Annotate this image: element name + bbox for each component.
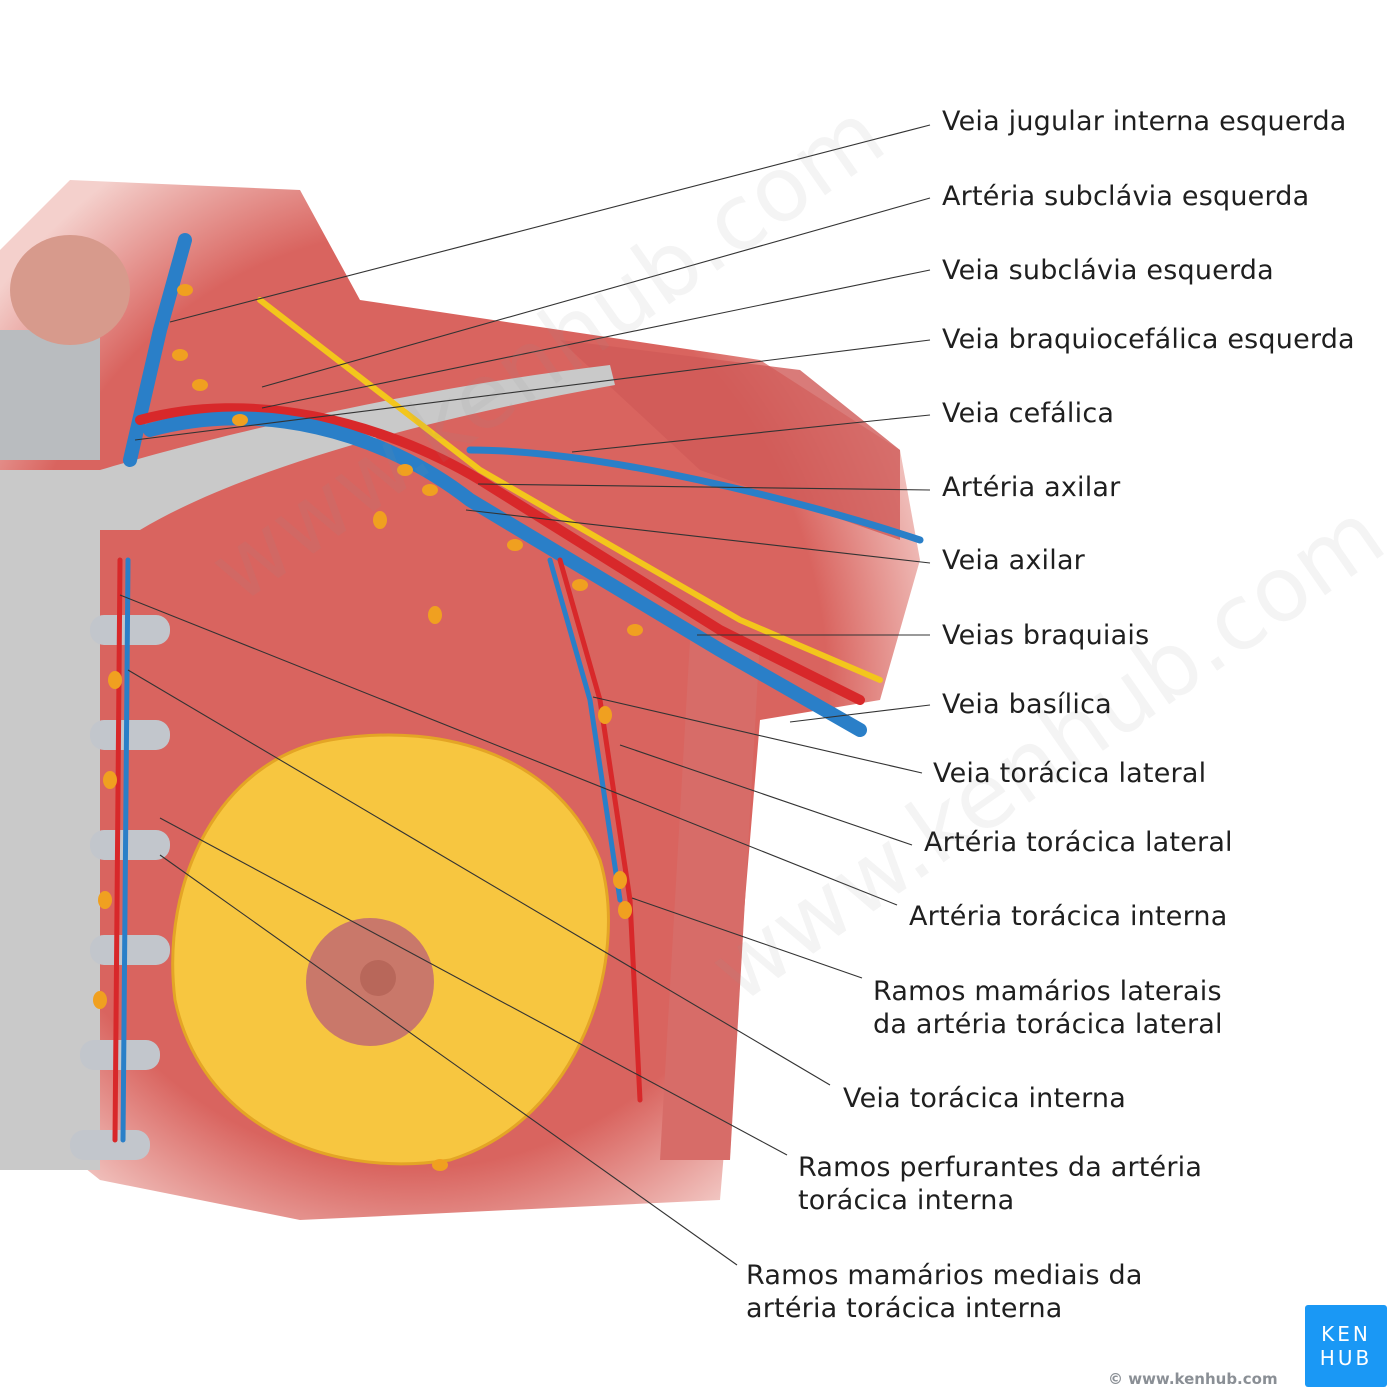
leader-lines xyxy=(119,124,931,1266)
copyright-text: © www.kenhub.com xyxy=(1108,1370,1278,1388)
label-line-1: Ramos mamários mediais da xyxy=(746,1260,1143,1291)
lymph-nodes xyxy=(93,284,643,1171)
logo-line-1: KEN xyxy=(1321,1322,1371,1346)
label-medial-mammary-branches: Ramos mamários mediais da artéria toráci… xyxy=(746,1259,1143,1325)
deltoid xyxy=(560,340,900,540)
label-axillary-vein: Veia axilar xyxy=(942,545,1085,576)
label-line-1: Ramos mamários laterais xyxy=(873,976,1222,1007)
label-internal-thoracic-vein: Veia torácica interna xyxy=(843,1083,1126,1114)
label-line-1: Ramos perfurantes da artéria xyxy=(798,1152,1203,1183)
label-cephalic-vein: Veia cefálica xyxy=(942,398,1115,429)
internal-thoracic-artery xyxy=(112,557,123,1143)
label-perforating-branches: Ramos perfurantes da artéria torácica in… xyxy=(798,1151,1202,1217)
cephalic-vein xyxy=(466,446,924,544)
lateral-thoracic-vein xyxy=(547,557,623,903)
label-line-2: da artéria torácica lateral xyxy=(873,1009,1223,1040)
label-left-brachiocephalic-vein: Veia braquiocefálica esquerda xyxy=(942,324,1355,355)
label-lateral-mammary-branches: Ramos mamários laterais da artéria torác… xyxy=(873,975,1223,1041)
label-axillary-artery: Artéria axilar xyxy=(942,472,1121,503)
subclavian-artery xyxy=(135,403,865,705)
label-basilic-vein: Veia basílica xyxy=(942,689,1112,720)
label-lateral-thoracic-vein: Veia torácica lateral xyxy=(933,758,1207,789)
label-line-2: torácica interna xyxy=(798,1185,1015,1216)
brachial-plexus xyxy=(257,297,883,683)
axillary-vein xyxy=(143,411,867,737)
lateral-thoracic-vessels xyxy=(557,557,643,1103)
label-left-subclavian-vein: Veia subclávia esquerda xyxy=(942,255,1274,286)
logo-line-2: HUB xyxy=(1319,1346,1373,1370)
label-left-subclavian-artery: Artéria subclávia esquerda xyxy=(942,181,1310,212)
label-internal-thoracic-artery: Artéria torácica interna xyxy=(909,901,1228,932)
internal-thoracic-vein xyxy=(120,557,131,1143)
clavicle xyxy=(100,365,615,530)
label-lateral-thoracic-artery: Artéria torácica lateral xyxy=(924,827,1233,858)
trachea xyxy=(0,330,100,460)
label-brachial-veins: Veias braquiais xyxy=(942,620,1150,651)
thyroid xyxy=(10,235,130,345)
nipple xyxy=(360,960,396,996)
label-left-internal-jugular-vein: Veia jugular interna esquerda xyxy=(942,106,1347,137)
kenhub-logo: KEN HUB xyxy=(1305,1305,1387,1387)
label-line-2: artéria torácica interna xyxy=(746,1293,1063,1324)
ribs xyxy=(70,615,170,1160)
arm-muscle xyxy=(660,640,760,1160)
